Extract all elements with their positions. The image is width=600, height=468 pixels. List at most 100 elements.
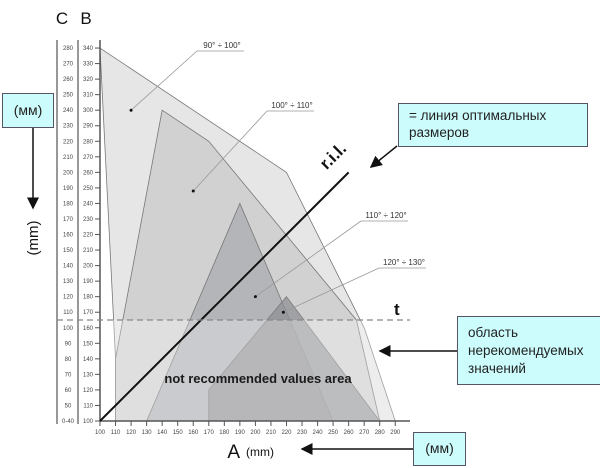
c-tick-label: 60 [65, 388, 72, 394]
callout-optimal-line-text: = линия оптимальных размеров [409, 108, 547, 140]
x-tick-label: 230 [297, 430, 308, 436]
b-tick-label: 120 [83, 388, 94, 394]
region-marker [281, 310, 285, 314]
x-tick-label: 180 [219, 430, 230, 436]
x-tick-label: 280 [375, 430, 386, 436]
c-tick-label: 50 [65, 403, 72, 409]
region-label: 90° ÷ 100° [203, 41, 240, 50]
x-tick-label: 170 [204, 430, 215, 436]
x-tick-label: 250 [328, 430, 339, 436]
b-tick-label: 140 [83, 357, 94, 363]
b-tick-label: 310 [83, 93, 94, 99]
x-tick-label: 100 [95, 430, 106, 436]
c-tick-label: 80 [65, 357, 72, 363]
b-tick-label: 330 [83, 62, 94, 68]
b-tick-label: 290 [83, 124, 94, 130]
b-tick-label: 300 [83, 108, 94, 114]
b-tick-label: 130 [83, 372, 94, 378]
b-tick-label: 110 [83, 403, 93, 409]
callout-mm-y-text: (мм) [13, 102, 43, 118]
x-tick-label: 210 [266, 430, 277, 436]
region-marker [129, 108, 133, 112]
leader-line [130, 50, 198, 111]
c-tick-label: 260 [63, 77, 74, 83]
b-tick-label: 220 [83, 233, 94, 239]
x-tick-label: 200 [250, 430, 261, 436]
callout-not-recommended-text: область нерекомендуемых значений [468, 325, 584, 376]
c-tick-label: 180 [63, 201, 74, 207]
x-tick-label: 290 [390, 430, 401, 436]
x-tick-label: 220 [281, 430, 292, 436]
c-tick-label: 150 [63, 248, 74, 254]
axis-c-label: C [56, 9, 68, 28]
x-axis-unit: (mm) [246, 445, 274, 459]
c-tick-label: 110 [63, 310, 73, 316]
leader-line [192, 110, 268, 192]
leader-line [283, 267, 380, 313]
y-axis-label: (mm) [25, 221, 42, 256]
x-tick-label: 150 [173, 430, 184, 436]
c-tick-label: 0-40 [62, 419, 75, 425]
b-tick-label: 180 [83, 295, 94, 301]
c-tick-label: 270 [63, 62, 74, 68]
b-tick-label: 340 [83, 46, 94, 52]
c-tick-label: 280 [63, 46, 74, 52]
x-tick-label: 270 [359, 430, 370, 436]
x-axis-label: A [227, 442, 240, 463]
b-tick-label: 150 [83, 341, 94, 347]
b-tick-label: 160 [83, 326, 94, 332]
region-marker [253, 295, 257, 299]
x-tick-label: 110 [111, 430, 121, 436]
b-tick-label: 280 [83, 139, 94, 145]
x-tick-label: 130 [142, 430, 153, 436]
b-tick-label: 250 [83, 186, 94, 192]
region-label: 120° ÷ 130° [383, 258, 425, 267]
c-tick-label: 230 [63, 124, 74, 130]
b-tick-label: 200 [83, 264, 94, 270]
callout-mm-y: (мм) [2, 93, 54, 128]
b-tick-label: 240 [83, 201, 94, 207]
callout-not-recommended: область нерекомендуемых значений [457, 316, 600, 385]
region-label: not recommended values area [164, 371, 352, 386]
c-tick-label: 170 [63, 217, 74, 223]
axis-b-label: B [80, 9, 91, 28]
c-tick-label: 130 [63, 279, 74, 285]
x-tick-label: 240 [313, 430, 324, 436]
c-tick-label: 120 [63, 295, 74, 301]
leader-line [255, 220, 362, 298]
region-label: 100° ÷ 110° [271, 101, 312, 110]
b-tick-label: 270 [83, 155, 94, 161]
threshold-label: t [394, 300, 400, 319]
arrow-optimal [369, 145, 398, 168]
x-tick-label: 160 [188, 430, 199, 436]
b-tick-label: 320 [83, 77, 94, 83]
b-tick-label: 210 [83, 248, 94, 254]
callout-mm-x: (мм) [413, 432, 466, 466]
x-tick-label: 140 [157, 430, 168, 436]
c-tick-label: 140 [63, 264, 74, 270]
b-tick-label: 190 [83, 279, 94, 285]
x-tick-label: 190 [235, 430, 246, 436]
callout-mm-x-text: (мм) [425, 440, 454, 456]
x-tick-label: 120 [126, 430, 137, 436]
x-tick-label: 260 [344, 430, 355, 436]
c-tick-label: 240 [63, 108, 74, 114]
c-tick-label: 250 [63, 93, 74, 99]
c-tick-label: 160 [63, 233, 74, 239]
c-tick-label: 200 [63, 170, 74, 176]
c-tick-label: 190 [63, 186, 74, 192]
ril-label: r.i.l. [316, 139, 350, 173]
callout-optimal-line: = линия оптимальных размеров [398, 103, 588, 147]
c-tick-label: 220 [63, 139, 74, 145]
b-tick-label: 100 [83, 419, 94, 425]
ril-line [99, 171, 350, 422]
c-tick-label: 100 [63, 326, 74, 332]
c-tick-label: 210 [63, 155, 74, 161]
b-tick-label: 230 [83, 217, 94, 223]
b-tick-label: 260 [83, 170, 94, 176]
region-label: 110° ÷ 120° [365, 211, 406, 220]
c-tick-label: 90 [65, 341, 72, 347]
b-tick-label: 170 [83, 310, 94, 316]
region-marker [191, 189, 195, 193]
